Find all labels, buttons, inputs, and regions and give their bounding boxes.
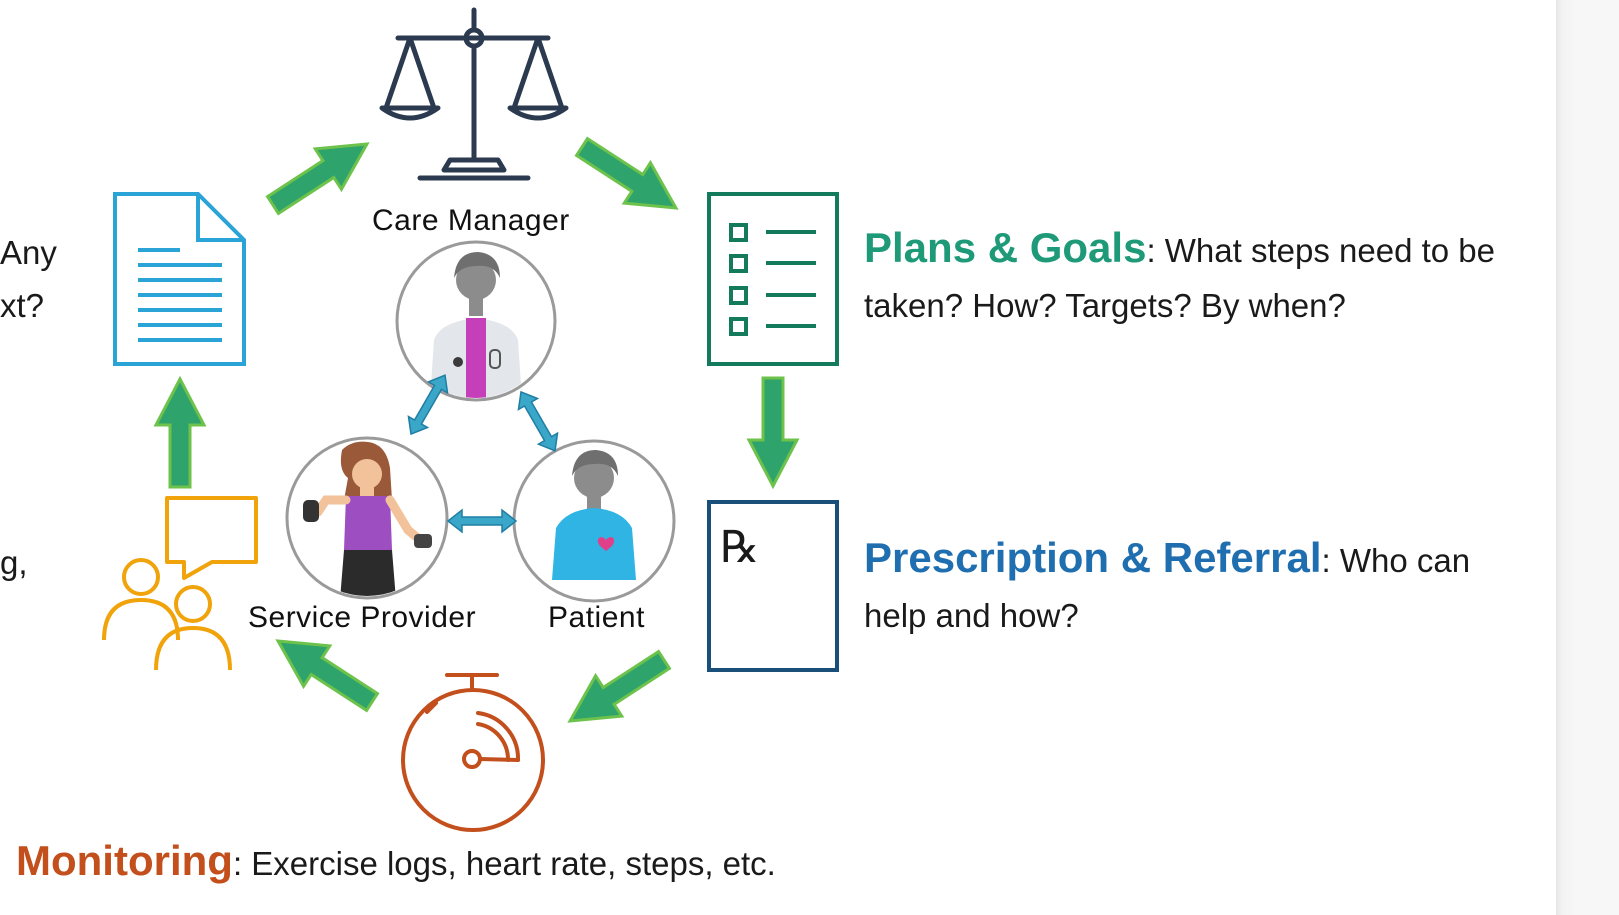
patient-avatar [512, 439, 676, 603]
doctor-patient-double-arrow [517, 390, 559, 452]
right-edge-strip [1556, 0, 1619, 915]
left-edge-text-2: xt? [0, 287, 45, 324]
monitoring-title: Monitoring [16, 837, 233, 884]
care-manager-label: Care Manager [372, 204, 570, 237]
prescription-text: : Who can help and how? [864, 542, 1471, 634]
plans-text: : What steps need to be taken? How? Targ… [864, 232, 1495, 324]
doctor-avatar [395, 240, 557, 402]
document-icon [113, 192, 246, 366]
doctor-trainer-double-arrow [407, 374, 449, 436]
monitoring-text: : Exercise logs, heart rate, steps, etc. [232, 845, 776, 882]
prescription-icon [707, 500, 839, 672]
consultation-icon [102, 496, 258, 671]
left-edge-text-3: g, [0, 544, 28, 581]
arrow-manager-to-plans [574, 136, 679, 210]
plans-description: Plans & Goals: What steps need to be tak… [864, 220, 1549, 333]
scales-icon [379, 7, 569, 181]
prescription-symbol: ℞ [720, 522, 760, 573]
patient-label: Patient [548, 601, 645, 634]
monitoring-description: Monitoring: Exercise logs, heart rate, s… [16, 833, 776, 891]
arrow-consultation-to-document [153, 375, 207, 489]
trainer-avatar [285, 436, 449, 600]
service-provider-label: Service Provider [248, 601, 477, 634]
left-edge-text-1: Any [0, 234, 57, 271]
prescription-title: Prescription & Referral [864, 534, 1322, 581]
arrow-plans-to-prescription [746, 376, 800, 490]
trainer-patient-double-arrow [446, 508, 518, 534]
arrow-monitoring-to-consultation [275, 639, 380, 713]
arrow-prescription-to-monitoring [567, 649, 672, 723]
stopwatch-icon [401, 673, 545, 832]
arrow-document-to-manager [265, 142, 370, 216]
checklist-icon [707, 192, 839, 366]
plans-title: Plans & Goals [864, 224, 1147, 271]
prescription-description: Prescription & Referral: Who can help an… [864, 530, 1504, 643]
